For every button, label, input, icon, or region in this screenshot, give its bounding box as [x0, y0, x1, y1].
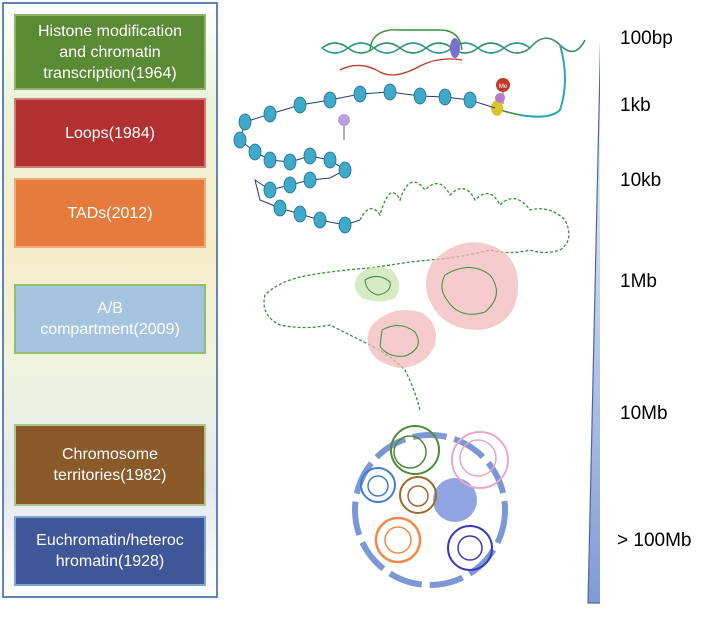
scale-label-100mb: > 100Mb [617, 530, 692, 551]
scale-triangle [587, 39, 600, 604]
scale-label-1kb: 1kb [620, 95, 651, 116]
loops-box: Loops(1984) [14, 98, 206, 168]
chromosome-territories-box: Chromosome territories(1982) [14, 424, 206, 506]
histone-modification-label: Histone modification and chromatin trans… [37, 22, 183, 82]
scale-label-1mb: 1Mb [620, 271, 657, 292]
loops-label: Loops(1984) [65, 124, 155, 142]
nucleus [352, 425, 509, 588]
nucleosome-fiber [233, 83, 496, 234]
euchromatin-label: Euchromatin/heteroc hromatin(1928) [36, 532, 184, 570]
compartment-a-b [354, 242, 519, 368]
scale-label-10kb: 10kb [620, 170, 662, 191]
dna-helix [321, 29, 586, 118]
tads-label: TADs(2012) [67, 204, 153, 222]
scale-label-100bp: 100bp [620, 28, 673, 49]
ab-compartment-box: A/B compartment(2009) [14, 284, 206, 354]
methyl-label: Me [499, 84, 508, 90]
chromatin-diagram: Me [233, 29, 600, 604]
timeline-panel: Histone modification and chromatin trans… [2, 2, 218, 598]
euchromatin-box: Euchromatin/heteroc hromatin(1928) [14, 516, 206, 586]
chromatin-fiber [263, 181, 570, 411]
scale-label-10mb: 10Mb [620, 403, 668, 424]
tads-box: TADs(2012) [14, 178, 206, 248]
histone-modification-box: Histone modification and chromatin trans… [14, 14, 206, 90]
methyl-marker: Me [338, 78, 510, 140]
chromosome-territories-label: Chromosome territories(1982) [53, 446, 167, 484]
ab-compartment-label: A/B compartment(2009) [40, 300, 180, 338]
